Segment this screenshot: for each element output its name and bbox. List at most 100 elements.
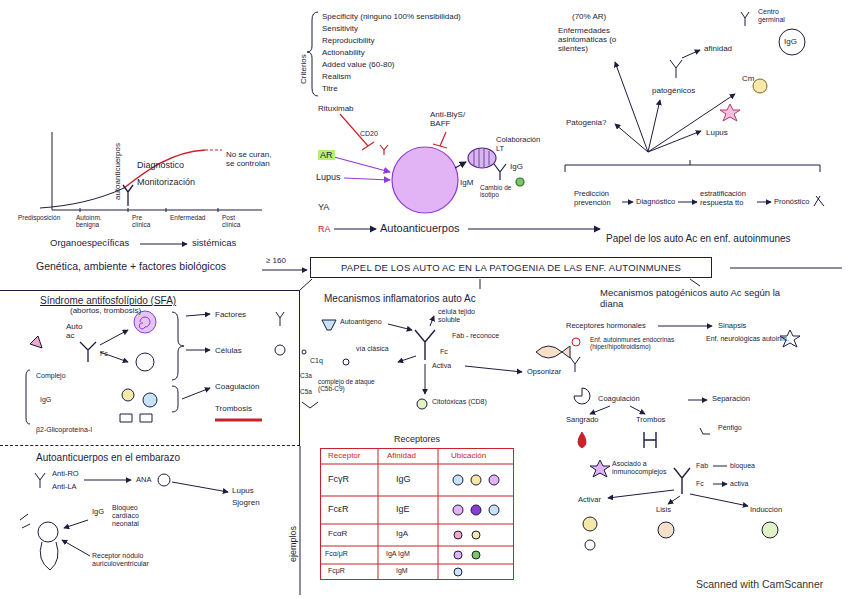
table-grid <box>378 448 438 580</box>
text-label: Afinidad <box>387 451 416 460</box>
inflammation-figure <box>465 366 522 372</box>
text-label: AR <box>318 150 335 160</box>
text-label: Inducción <box>750 506 782 515</box>
arrow-star <box>565 165 820 172</box>
text-label: Auto ac <box>66 322 90 340</box>
text-label: Enf. autoinmunes endocrinas (hiper/hipot… <box>590 336 675 351</box>
section-lines <box>690 279 700 286</box>
node-title: PAPEL DE LOS AUTO AC EN LA PATOGENIA DE … <box>319 262 703 273</box>
sfa-figure <box>275 345 285 355</box>
text-label: Genética, ambiente + factores biológicos <box>36 260 226 272</box>
text-label: Pronóstico <box>774 198 809 207</box>
table-grid <box>471 475 481 485</box>
inflammation-figure <box>425 364 426 394</box>
text-label: Colaboración LT <box>496 136 548 153</box>
text-label: (70% AR) <box>572 12 606 21</box>
text-label: IgA IgM <box>386 550 410 558</box>
table-grid <box>489 475 499 485</box>
text-label: Asociado a inmunocomplejos <box>612 460 667 476</box>
pathogenic-figure <box>570 357 580 372</box>
pathogenic-figure <box>585 540 595 550</box>
pathogenic-figure <box>574 388 590 404</box>
inflammation-figure <box>572 338 580 346</box>
table-grid <box>453 475 463 485</box>
pathogenic-figure <box>713 466 727 484</box>
text-label: Scanned with CamScanner <box>696 578 823 590</box>
arrow-star <box>648 100 660 152</box>
text-label: Anti-LA <box>52 483 77 492</box>
text-label: IgG <box>92 508 104 517</box>
pathogenic-figure <box>658 326 712 327</box>
text-label: sistémicas <box>192 238 236 249</box>
text-label: IgM <box>396 567 408 575</box>
text-label: Diagnóstico <box>636 198 675 207</box>
b-cell-figure <box>344 178 390 180</box>
arrow-star <box>741 12 749 26</box>
table-grid <box>471 505 481 515</box>
text-label: Fc <box>696 480 704 488</box>
section-lines <box>300 279 312 290</box>
pathogenic-figure <box>658 522 674 538</box>
arrow-star <box>720 104 740 121</box>
arrow-star <box>670 60 682 78</box>
text-label: CD20 <box>360 130 378 138</box>
pregnancy-figure <box>20 514 30 528</box>
arrow-star <box>615 62 648 152</box>
text-label: vía clásica <box>356 345 389 353</box>
text-label: afinidad <box>704 44 732 53</box>
criteria-bracket <box>307 12 318 96</box>
text-label: Lupus <box>316 172 341 182</box>
sfa-figure <box>172 386 178 412</box>
text-label: Papel de los auto Ac en enf. autoinmunes <box>606 233 791 245</box>
inflammation-figure <box>322 320 336 330</box>
section-lines <box>300 268 842 595</box>
text-label: célula tejido soluble <box>438 308 488 324</box>
text-label: ≥ 160 <box>266 256 286 265</box>
table-grid <box>454 531 462 539</box>
pathogenic-figure <box>590 406 610 414</box>
pathogenic-figure <box>608 490 674 498</box>
text-label: RA <box>318 224 331 234</box>
text-label: patogénicos <box>652 86 695 95</box>
text-label: Receptor <box>328 451 360 460</box>
text-label: Post clínica <box>222 214 252 229</box>
inflammation-figure <box>536 346 570 358</box>
timeline-chart <box>40 132 307 270</box>
b-cell-figure <box>440 132 446 146</box>
text-label: Complejo <box>36 372 66 380</box>
timeline-chart <box>52 132 262 210</box>
text-label: IgE <box>396 504 410 514</box>
b-cell-figure <box>433 144 447 148</box>
sfa-figure <box>215 419 262 422</box>
sfa-figure <box>136 353 154 371</box>
text-label: IgG <box>784 37 797 46</box>
text-label: Titre <box>322 84 338 93</box>
text-label: Trombos <box>636 416 665 425</box>
text-label: Organoespecíficas <box>50 238 129 249</box>
text-label: Monitorización <box>137 177 195 187</box>
b-cell-figure <box>334 114 600 229</box>
text-label: Células <box>215 346 242 355</box>
sfa-figure <box>26 370 30 424</box>
table-grid <box>454 551 462 559</box>
central-box: PAPEL DE LOS AUTO AC EN LA PATOGENIA DE … <box>310 257 712 278</box>
table-grid <box>453 505 463 515</box>
text-label: autoanticuerpos <box>113 143 122 200</box>
sfa-figure <box>26 311 285 424</box>
b-cell-figure <box>468 228 600 229</box>
sfa-figure <box>172 312 184 380</box>
text-label: Fc <box>100 350 108 358</box>
text-label: Reproducibility <box>322 36 374 45</box>
pathogenic-figure <box>762 522 778 538</box>
arrow-star <box>779 29 805 55</box>
text-label: ejemplos <box>288 526 298 562</box>
pathogenic-figure <box>644 432 656 448</box>
text-label: Autoantígeno <box>340 318 382 326</box>
sfa-figure <box>100 330 128 345</box>
text-label: Trombosis <box>215 404 252 413</box>
b-cell-figure <box>455 162 466 168</box>
text-label: Separación <box>712 395 750 404</box>
text-label: Lupus <box>706 128 728 137</box>
text-label: ANA <box>136 476 151 485</box>
